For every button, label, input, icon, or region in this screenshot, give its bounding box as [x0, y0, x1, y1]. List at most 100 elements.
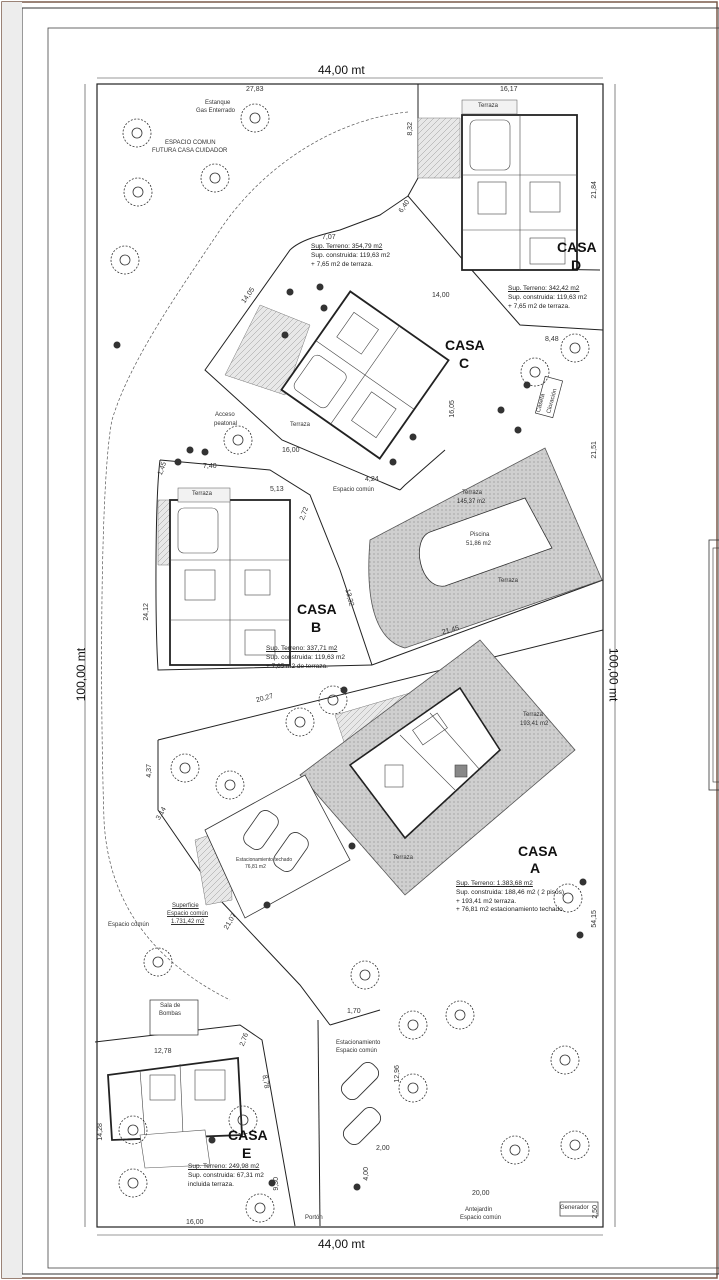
- tree-symbol: [215, 770, 245, 800]
- generador-label: Generador: [560, 1205, 589, 1211]
- tree-symbol-core: [407, 1082, 419, 1094]
- casa-c-house: [280, 290, 450, 460]
- dim-8-48: 8,48: [545, 336, 559, 343]
- tree-symbol: [318, 685, 348, 715]
- tree-symbol: [445, 1000, 475, 1030]
- tree-symbol-core: [119, 254, 131, 266]
- dim-16-00-a: 16,00: [282, 447, 300, 454]
- pool: [419, 497, 553, 587]
- espacio-comun-futura-label: ESPACIO COMUN: [165, 140, 216, 146]
- pool-label: Piscina: [470, 532, 490, 538]
- casa-d-terreno: Sup. Terreno: 342,42 m2: [508, 285, 580, 292]
- dim-7-07: 7,07: [322, 234, 336, 241]
- tree-symbol-core: [127, 1177, 139, 1189]
- shrub-symbol: [174, 458, 182, 466]
- acceso-label: Acceso: [215, 412, 235, 418]
- casa-d-title: CASA: [557, 239, 597, 255]
- casa-d-extra1: + 7,65 m2 de terraza.: [508, 302, 570, 310]
- casa-a-terreno: Sup. Terreno: 1.383,68 m2: [456, 880, 533, 887]
- left-margin-strip: [2, 2, 22, 1278]
- tree-symbol: [550, 1045, 580, 1075]
- tree-symbol: [398, 1073, 428, 1103]
- casa-c-terrace-label: Terraza: [290, 422, 311, 428]
- shrub-symbol: [286, 288, 294, 296]
- shrub-symbol: [348, 842, 356, 850]
- dim-right: 100,00 mt: [606, 647, 621, 702]
- tree-symbol: [200, 163, 230, 193]
- tree-symbol-core: [232, 434, 244, 446]
- casa-a-extra1: + 193,41 m2 terraza.: [456, 897, 517, 905]
- casa-c-letter: C: [459, 355, 470, 371]
- shrub-symbol: [320, 304, 328, 312]
- dim-4-37: 4,37: [145, 764, 153, 778]
- dim-12-96: 12,96: [393, 1065, 401, 1083]
- dim-24-12: 24,12: [142, 603, 150, 621]
- casa-b-terrace: [177, 487, 231, 503]
- dim-5-13: 5,13: [270, 486, 284, 493]
- casa-c-terreno: Sup. Terreno: 354,79 m2: [311, 243, 383, 250]
- tree-symbol: [520, 357, 550, 387]
- caseta-box: [534, 375, 564, 419]
- dim-2-00: 2,00: [376, 1145, 390, 1152]
- dim-top: 44,00 mt: [318, 63, 365, 77]
- shrub-symbol: [263, 901, 271, 909]
- tree-symbol-core: [327, 694, 339, 706]
- dim-7-40: 7,40: [203, 463, 217, 470]
- shrub-symbol: [201, 448, 209, 456]
- dim-14-00: 14,00: [432, 292, 450, 299]
- casa-a-letter: A: [530, 860, 541, 876]
- pool-terrace-label-2: Terraza: [498, 578, 519, 584]
- tree-symbol-core: [294, 716, 306, 728]
- casa-c-title: CASA: [445, 337, 485, 353]
- dim-2-50: 2,50: [591, 1205, 599, 1219]
- casa-a-terrace-value: 193,41 m2: [520, 721, 549, 727]
- casa-b-title: CASA: [297, 601, 337, 617]
- casa-c-extra1: + 7,65 m2 de terraza.: [311, 260, 373, 268]
- tree-symbol-core: [454, 1009, 466, 1021]
- casa-b-rooms: [170, 500, 290, 665]
- tree-symbol-core: [237, 1114, 249, 1126]
- dim-21-51: 21,51: [590, 441, 598, 459]
- shrubs: [113, 283, 587, 1191]
- sala-bombas-label-2: Bombas: [159, 1011, 182, 1017]
- casa-b-info: Sup. Terreno: 337,71 m2 Sup. construida:…: [266, 645, 345, 671]
- tree-symbol-core: [359, 969, 371, 981]
- shrub-symbol: [579, 878, 587, 886]
- tree-symbol: [553, 883, 583, 913]
- shrub-symbol: [353, 1183, 361, 1191]
- futura-casa-label: FUTURA CASA CUIDADOR: [152, 148, 228, 154]
- casa-d-terrace-label: Terraza: [478, 103, 499, 109]
- tree-symbol-core: [569, 1139, 581, 1151]
- legend-box-inner: [712, 547, 719, 783]
- tree-symbol-core: [569, 342, 581, 354]
- common-area-dashed-line: [101, 111, 409, 1001]
- shrub-symbol: [497, 406, 505, 414]
- shrub-symbol: [281, 331, 289, 339]
- dim-21-84: 21,84: [590, 181, 598, 199]
- casa-d-house: [461, 114, 578, 271]
- shrub-symbol: [316, 283, 324, 291]
- shrub-symbol: [113, 341, 121, 349]
- casa-b-extra1: + 7,65 m2 de terraza.: [266, 662, 328, 670]
- tree-symbol-core: [407, 1019, 419, 1031]
- tree-symbol-core: [559, 1054, 571, 1066]
- casa-a-title: CASA: [518, 843, 558, 859]
- dim-1-70: 1,70: [347, 1008, 361, 1015]
- casa-a-info: Sup. Terreno: 1.383,68 m2 Sup. construid…: [456, 880, 566, 915]
- tree-symbol: [240, 103, 270, 133]
- dim-16-17: 16,17: [500, 86, 518, 93]
- dim-14-28: 14,28: [96, 1123, 104, 1141]
- tree-symbol: [245, 1193, 275, 1223]
- casa-e-info: Sup. Terreno: 249,98 m2 Sup. construida:…: [188, 1163, 264, 1189]
- casa-e-terreno: Sup. Terreno: 249,98 m2: [188, 1163, 260, 1170]
- shrub-symbol: [340, 686, 348, 694]
- dim-4-00: 4,00: [362, 1167, 370, 1181]
- overall-dimension-lines: [84, 77, 616, 1236]
- tree-symbol-core: [179, 762, 191, 774]
- tree-symbol: [143, 947, 173, 977]
- site-boundary: [96, 83, 604, 1228]
- estac-techado-value: 76,81 m2: [245, 864, 266, 870]
- legend-box: [708, 539, 719, 791]
